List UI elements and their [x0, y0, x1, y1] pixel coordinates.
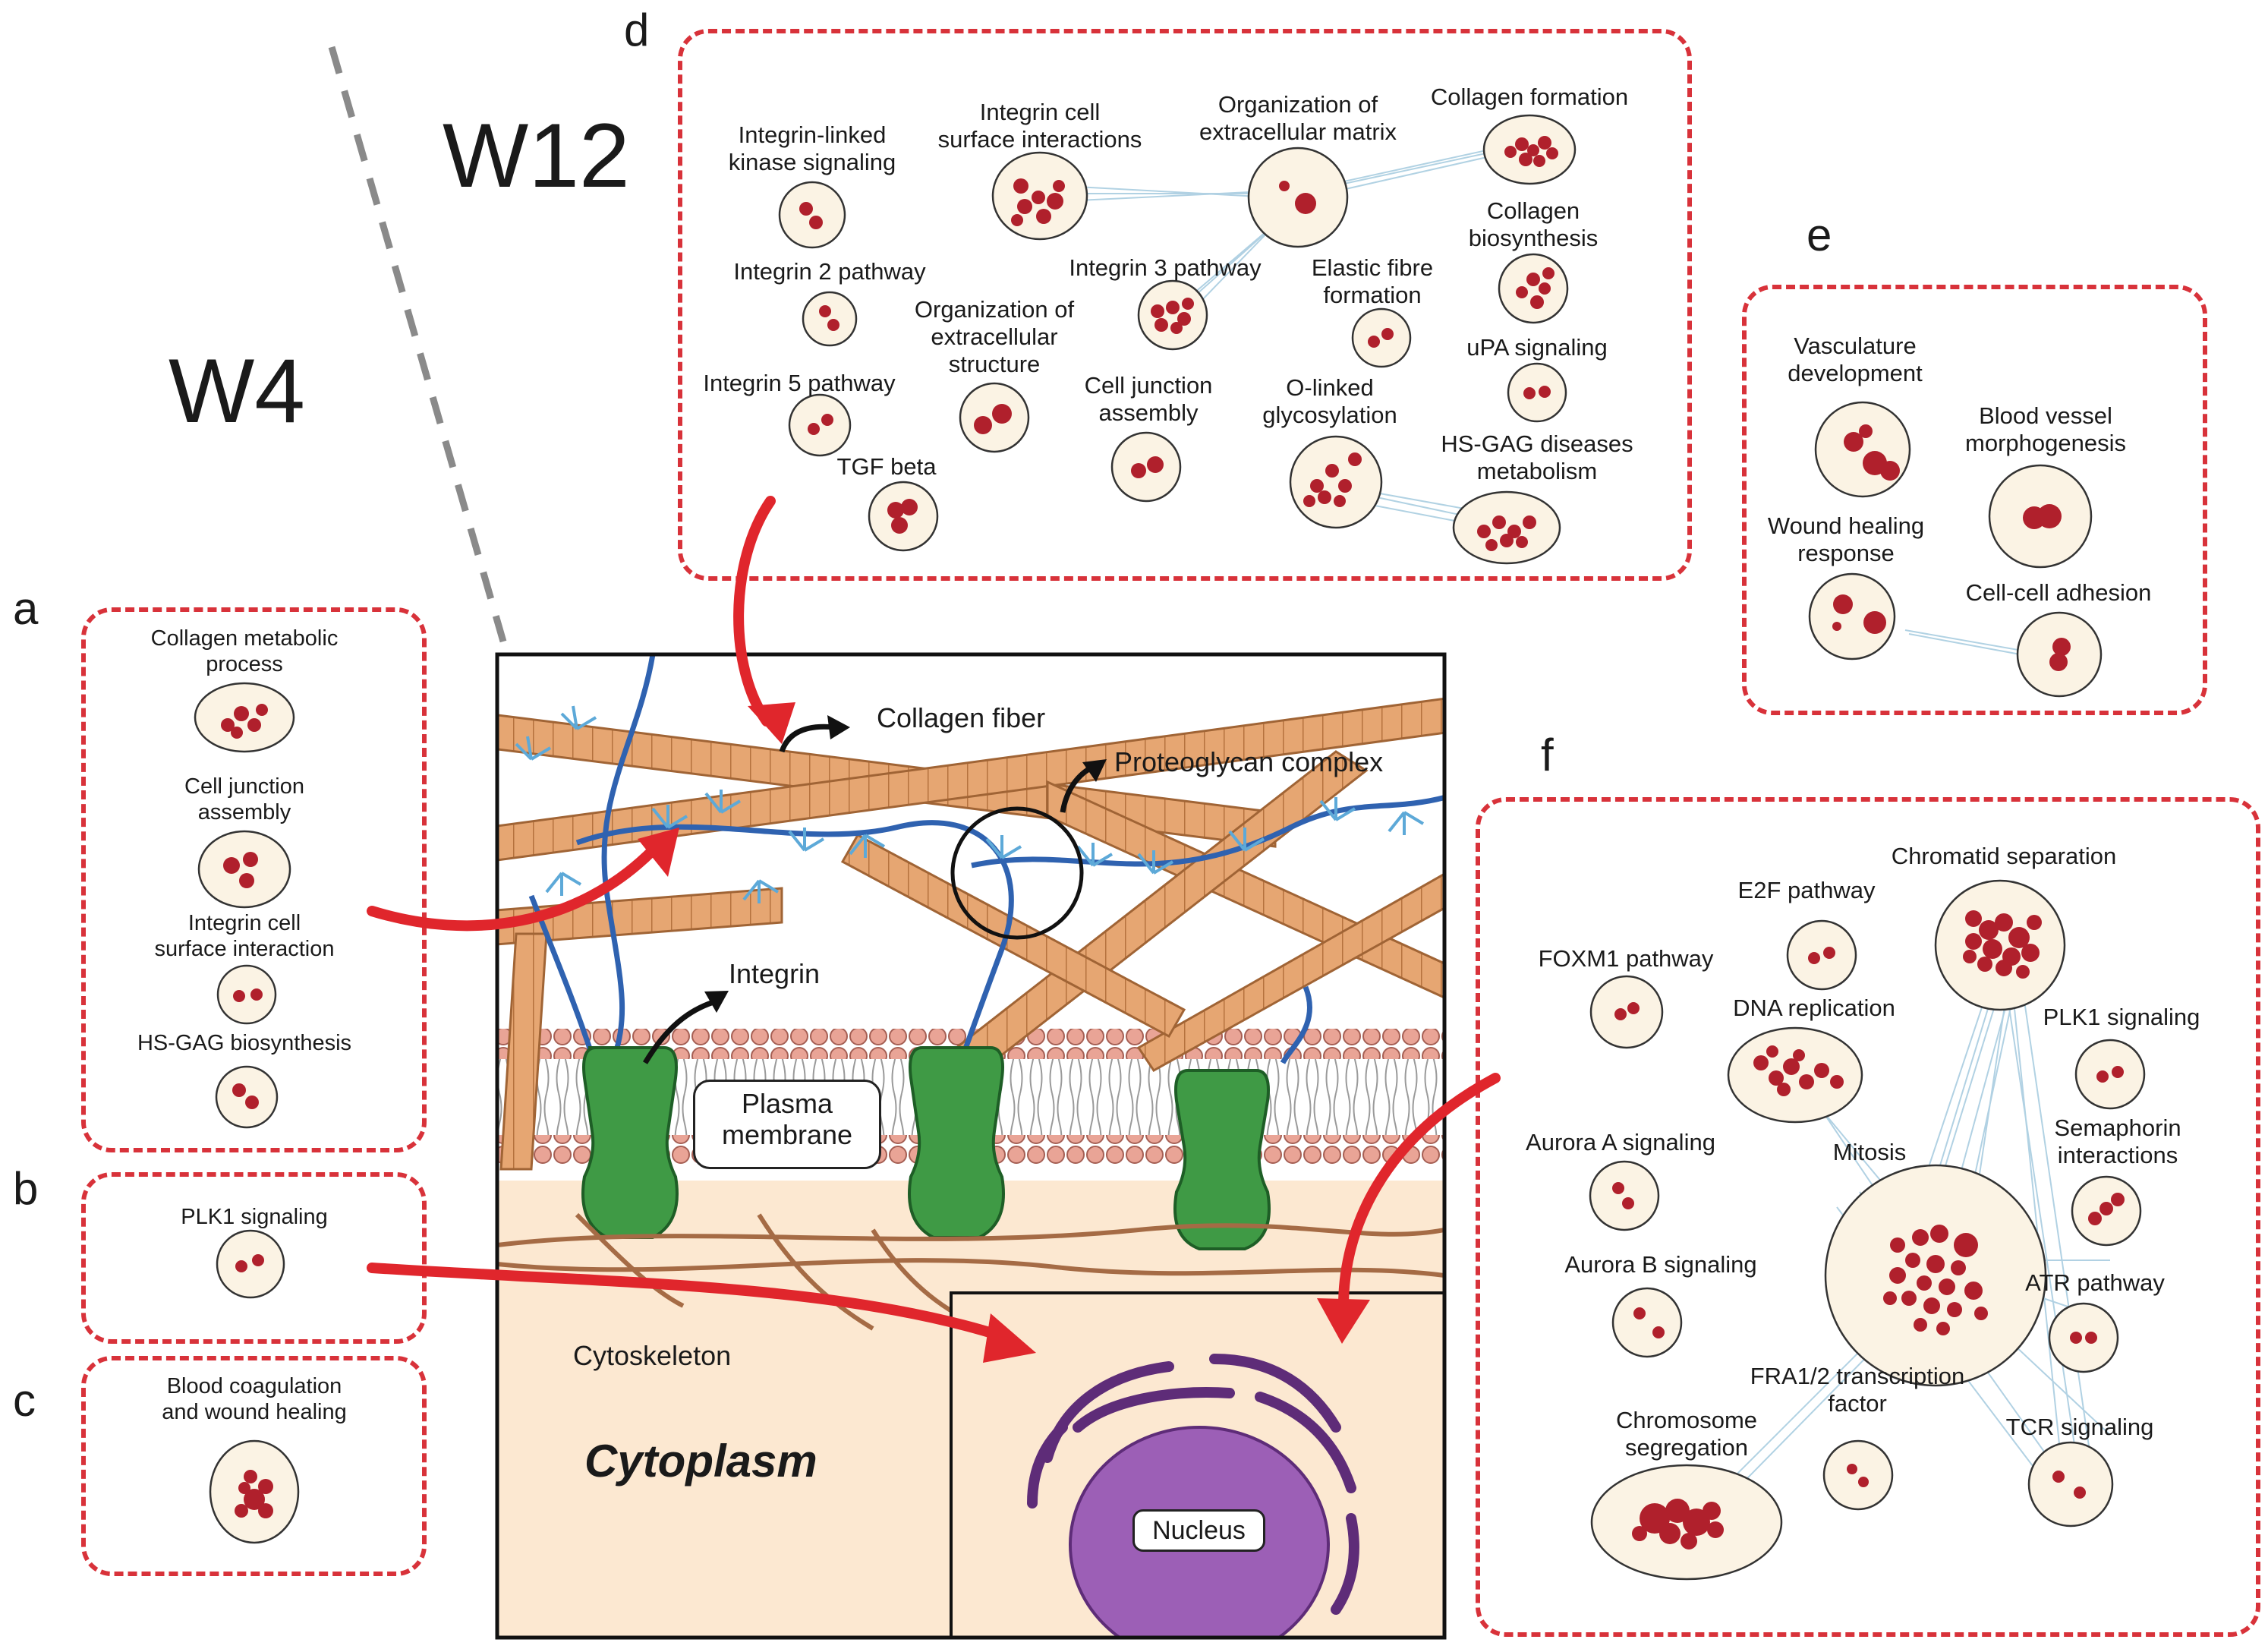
panel-letter-c: c: [13, 1375, 36, 1426]
term-circles: [194, 114, 2146, 1581]
term-atr: ATR pathway: [2025, 1269, 2165, 1296]
panel-c: [81, 1356, 427, 1576]
proteoglycan-circle: [950, 806, 1084, 940]
nucleus-label: Nucleus: [1132, 1509, 1265, 1552]
panel-f: [1476, 797, 2260, 1637]
stage-label-w12: W12: [443, 105, 630, 206]
term-chromatid: Chromatid separation: [1891, 843, 2117, 869]
term-integrin5: Integrin 5 pathway: [703, 370, 896, 396]
red-arrows: [367, 496, 1501, 1341]
term-e2f: E2F pathway: [1737, 877, 1876, 903]
panel-letter-d: d: [624, 5, 650, 55]
term-collagen-formation: Collagen formation: [1430, 84, 1629, 110]
term-tcr: TCR signaling: [2005, 1414, 2154, 1440]
term-integrin3: Integrin 3 pathway: [1069, 254, 1262, 281]
term-wound: Wound healing response: [1767, 512, 1925, 566]
term-collagen-biosynthesis: Collagen biosynthesis: [1468, 197, 1599, 251]
term-blood-coag: Blood coagulation and wound healing: [162, 1374, 347, 1424]
term-chromosome: Chromosome segregation: [1615, 1407, 1758, 1461]
red-arrowheads: [638, 702, 1370, 1363]
term-ilk: Integrin-linked kinase signaling: [728, 121, 896, 175]
panel-letter-e: e: [1807, 210, 1832, 260]
collagen-fiber-label: Collagen fiber: [877, 702, 1046, 733]
plasma-membrane-label: Plasma membrane: [693, 1080, 881, 1169]
endoplasmic-reticulum: [1027, 1354, 1359, 1615]
term-plk1-f: PLK1 signaling: [2043, 1004, 2200, 1030]
term-integrin-cell-a: Integrin cell surface interaction: [154, 911, 335, 961]
term-aurora-b: Aurora B signaling: [1564, 1251, 1757, 1278]
integrin-label: Integrin: [729, 958, 821, 989]
term-olinked: O-linked glycosylation: [1262, 374, 1397, 428]
proteoglycan-label: Proteoglycan complex: [1114, 746, 1384, 777]
term-blood-vessel: Blood vessel morphogenesis: [1965, 402, 2126, 456]
panel-d: [678, 29, 1692, 581]
term-aurora-a: Aurora A signaling: [1526, 1129, 1715, 1155]
term-plk1-b: PLK1 signaling: [181, 1205, 328, 1229]
term-dna: DNA replication: [1733, 995, 1895, 1021]
integrin-proteins: [581, 1046, 1271, 1250]
proteoglycan-branches: [515, 705, 1425, 903]
panel-letter-f: f: [1541, 730, 1554, 780]
cytoplasm-label: Cytoplasm: [584, 1436, 817, 1486]
panel-b: [81, 1172, 427, 1344]
term-cell-junction-a: Cell junction assembly: [184, 774, 304, 824]
term-integrin-cell-d: Integrin cell surface interactions: [937, 99, 1142, 153]
term-foxm1: FOXM1 pathway: [1538, 945, 1714, 972]
term-cellcell: Cell-cell adhesion: [1965, 579, 2152, 606]
term-org-ecs: Organization of extracellular structure: [914, 296, 1075, 377]
panel-letter-a: a: [13, 583, 39, 634]
term-elastic: Elastic fibre formation: [1311, 254, 1434, 308]
cytoskeleton-label: Cytoskeleton: [573, 1340, 732, 1371]
term-cell-junction-d: Cell junction assembly: [1084, 372, 1213, 426]
term-tgf: TGF beta: [836, 453, 937, 480]
panel-letter-b: b: [13, 1163, 39, 1214]
panel-e: [1742, 285, 2207, 715]
term-upa: uPA signaling: [1466, 334, 1608, 361]
term-org-ecm: Organization of extracellular matrix: [1199, 91, 1397, 145]
cell-frame-border: [495, 652, 1447, 1640]
term-vasculature: Vasculature development: [1788, 333, 1923, 386]
term-hs-gag-a: HS-GAG biosynthesis: [137, 1031, 352, 1055]
term-semaphorin: Semaphorin interactions: [2054, 1114, 2181, 1168]
term-collagen-metabolic: Collagen metabolic process: [150, 626, 339, 676]
term-fra: FRA1/2 transcription factor: [1750, 1363, 1965, 1417]
term-hsgag-d: HS-GAG diseases metabolism: [1441, 430, 1633, 484]
panel-a: [81, 607, 427, 1152]
term-dots: [221, 136, 2125, 1550]
term-mitosis: Mitosis: [1832, 1139, 1907, 1165]
stage-label-w4: W4: [169, 340, 305, 442]
term-integrin2: Integrin 2 pathway: [733, 258, 926, 285]
